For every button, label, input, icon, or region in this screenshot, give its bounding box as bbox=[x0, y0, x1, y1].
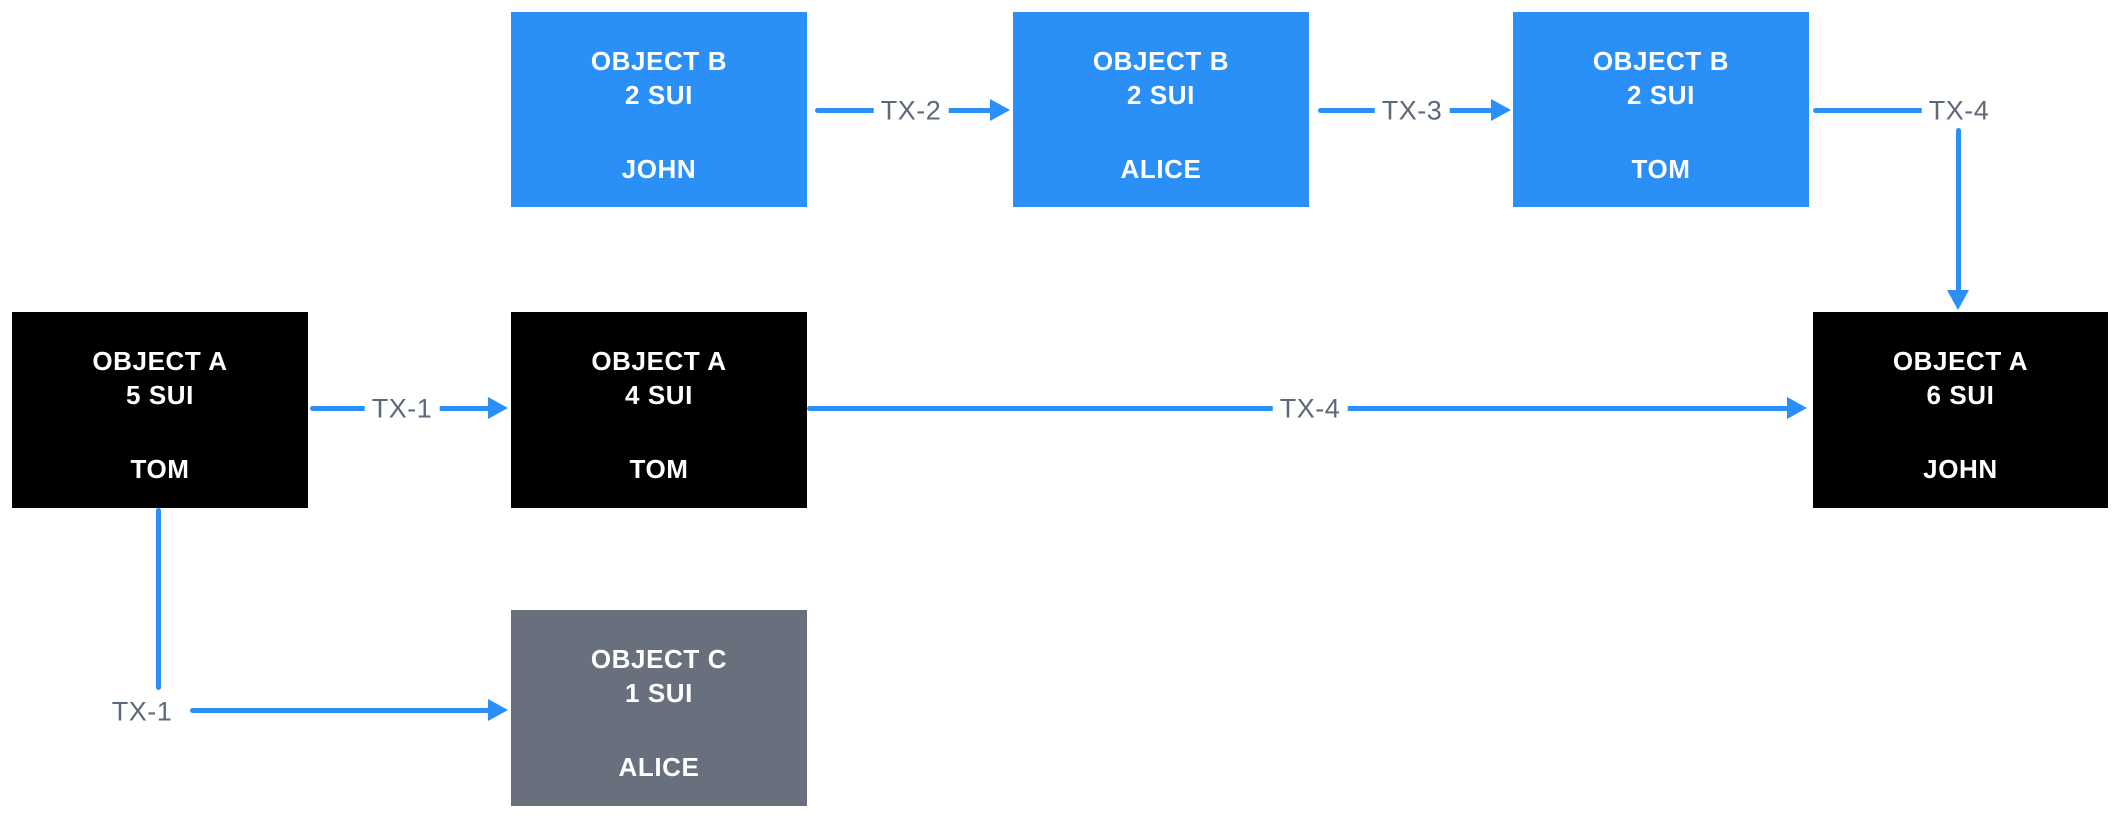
node-title: OBJECT B bbox=[1592, 46, 1730, 76]
node-owner: ALICE bbox=[1120, 154, 1202, 184]
node-owner: TOM bbox=[629, 454, 689, 484]
node-owner: ALICE bbox=[618, 752, 700, 782]
arrowhead-right-icon bbox=[1787, 397, 1807, 419]
node-title: OBJECT A bbox=[1892, 346, 2029, 376]
edge-label-tx-3: TX-3 bbox=[1374, 95, 1450, 127]
node-object-b-alice: OBJECT B 2 SUI ALICE bbox=[1013, 12, 1309, 207]
edge-label-tx-1: TX-1 bbox=[104, 696, 180, 728]
edge-label-tx-4: TX-4 bbox=[1272, 393, 1348, 425]
node-amount: 2 SUI bbox=[1126, 80, 1196, 110]
arrowhead-right-icon bbox=[488, 397, 508, 419]
edge-line-tx4-elbow-vertical bbox=[1956, 128, 1961, 292]
node-object-c-1-sui-alice: OBJECT C 1 SUI ALICE bbox=[511, 610, 807, 806]
node-title: OBJECT A bbox=[92, 346, 228, 376]
node-owner: JOHN bbox=[621, 154, 697, 184]
edge-label-tx-2: TX-2 bbox=[873, 95, 949, 127]
node-amount: 5 SUI bbox=[125, 380, 195, 410]
edge-line-tx4-elbow-horizontal bbox=[1813, 108, 1935, 113]
arrowhead-right-icon bbox=[1491, 99, 1511, 121]
arrowhead-down-icon bbox=[1947, 290, 1969, 310]
node-amount: 6 SUI bbox=[1926, 380, 1995, 410]
node-amount: 1 SUI bbox=[624, 678, 694, 708]
node-object-a-5-sui-tom: OBJECT A 5 SUI TOM bbox=[12, 312, 308, 508]
edge-label-tx-4: TX-4 bbox=[1921, 95, 1997, 127]
node-amount: 2 SUI bbox=[1626, 80, 1696, 110]
node-amount: 2 SUI bbox=[624, 80, 694, 110]
node-title: OBJECT A bbox=[591, 346, 727, 376]
edge-line-tx1-elbow-vertical bbox=[156, 508, 161, 690]
node-title: OBJECT B bbox=[1092, 46, 1230, 76]
edge-line-tx1-elbow-horizontal bbox=[190, 708, 490, 713]
arrowhead-right-icon bbox=[990, 99, 1010, 121]
node-title: OBJECT B bbox=[590, 46, 728, 76]
node-owner: TOM bbox=[130, 454, 190, 484]
node-object-a-6-sui-john: OBJECT A 6 SUI JOHN bbox=[1813, 312, 2108, 508]
arrowhead-right-icon bbox=[488, 699, 508, 721]
node-object-a-4-sui-tom: OBJECT A 4 SUI TOM bbox=[511, 312, 807, 508]
node-object-b-tom: OBJECT B 2 SUI TOM bbox=[1513, 12, 1809, 207]
node-amount: 4 SUI bbox=[624, 380, 694, 410]
node-owner: JOHN bbox=[1923, 454, 1998, 484]
node-title: OBJECT C bbox=[590, 644, 728, 674]
node-owner: TOM bbox=[1631, 154, 1691, 184]
node-object-b-john: OBJECT B 2 SUI JOHN bbox=[511, 12, 807, 207]
edge-label-tx-1: TX-1 bbox=[364, 393, 440, 425]
